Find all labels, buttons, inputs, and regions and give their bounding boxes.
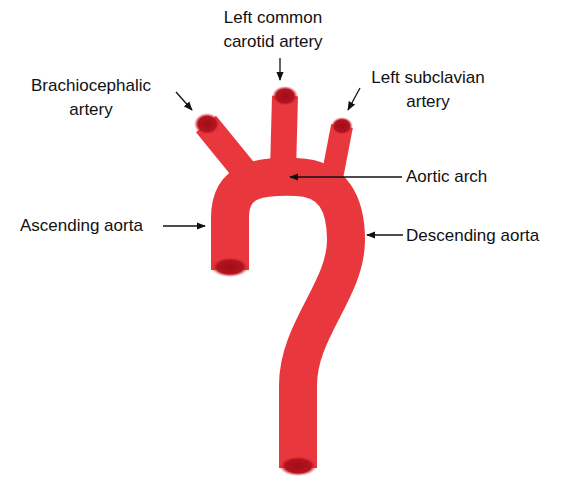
leader-lines xyxy=(163,58,403,235)
leader-line xyxy=(348,88,360,110)
leader-line xyxy=(279,58,280,80)
vessel-end xyxy=(279,456,317,476)
part-label: Descending aorta xyxy=(406,224,561,248)
leader-line xyxy=(176,92,192,110)
leader-line xyxy=(367,234,403,235)
leader-line xyxy=(290,176,402,177)
aorta-vessel xyxy=(194,86,353,476)
part-label: Ascending aorta xyxy=(20,214,160,238)
vessel-end xyxy=(211,257,249,277)
part-label: Aortic arch xyxy=(406,165,556,189)
part-label: Brachiocephalic artery xyxy=(25,74,157,122)
vessel-end xyxy=(331,117,353,135)
part-label: Left subclavian artery xyxy=(358,66,498,114)
aorta-body xyxy=(230,177,346,468)
part-label: Left common carotid artery xyxy=(207,6,339,54)
leader-line xyxy=(163,225,205,226)
vessel-end xyxy=(272,86,298,106)
vessel-end xyxy=(194,113,220,135)
